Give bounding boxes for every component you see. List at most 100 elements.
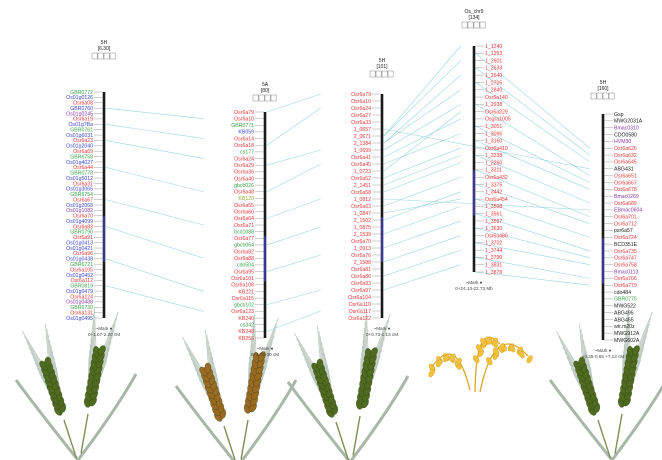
marker-label: Osr6a18 [234,143,254,149]
marker-label: 1_3096 [485,131,502,137]
synteny-link [267,150,321,165]
legend-box [597,93,602,99]
marker-label: 2_1451 [354,183,371,189]
marker-label: Osr6a689 [614,201,637,207]
marker-label: 1_3160 [485,139,502,145]
synteny-link [106,108,204,119]
marker-label: Osr6a724 [614,235,637,241]
marker-label: Osr6a229 [485,109,508,115]
marker-label: MWG912A [614,331,640,337]
column-footer-scale: 0+1.07-2.20 cM [88,332,120,337]
leaf [176,386,238,460]
marker-label: Osr6a86 [351,274,371,280]
synteny-link [384,90,461,143]
marker-label: 1_2601 [485,58,502,64]
marker-label: 1_0723 [354,169,371,175]
legend-box [104,53,109,59]
marker-label: GBR0775 [614,297,637,303]
marker-label: 1_3375 [485,182,502,188]
marker-label: Osr6a60 [234,210,254,216]
marker-label: Bmac0310 [614,125,639,131]
legend-box [474,22,479,28]
chromosome-segment [473,170,475,215]
marker-label: Os01g0495 [66,316,93,322]
marker-label: Osr6a58 [351,190,371,196]
chromosome-column-c1: 5H[6.30]GBR0772Os01g0126Osr6a08GBR0760Os… [66,40,120,337]
marker-label: ABG465 [614,317,634,323]
plant-barley-left [16,308,136,460]
marker-label: Osr6a117 [349,309,372,315]
synteny-link [384,163,461,192]
marker-label: ABG431 [614,167,634,173]
legend-box [382,71,387,77]
plant-wheat-brown [176,314,296,460]
marker-label: Osr6a76 [351,253,371,259]
marker-label: Osr6a93 [351,281,371,287]
marker-label: Osr6a71 [234,223,254,229]
synteny-link [384,75,461,143]
marker-label: 2_1502 [354,218,371,224]
synteny-link [106,200,204,225]
marker-label: KB221 [238,289,254,295]
synteny-link [384,177,461,206]
synteny-links [106,46,590,331]
marker-label: Osr6a651 [614,173,637,179]
marker-label: bcd1088 [234,229,254,235]
marker-label: Osr6a63 [351,204,371,210]
chromosome-segment [602,238,604,283]
marker-label: MWG2031A [614,119,643,125]
legend-box [253,95,258,101]
marker-label: gbcb064 [234,243,254,249]
spike-left [294,326,360,460]
marker-label: 1_2640 [485,73,502,79]
marker-label: gbcb102 [234,303,254,309]
marker-label: 1_2633 [485,66,502,72]
marker-label: 1_2840 [485,88,502,94]
marker-label: wtr.m20z [614,324,635,330]
marker-label: 1_3238 [485,153,502,159]
legend-box [259,95,264,101]
marker-label: CDO0580 [614,132,637,138]
marker-label: cs342 [240,323,254,329]
marker-label: Osr6a79 [351,92,371,98]
marker-label: KB256 [238,336,254,342]
marker-label: 1_3508 [485,204,502,210]
marker-label: EBmac0604 [614,208,642,214]
marker-label: Osr6a779 [614,283,637,289]
synteny-link [267,227,321,245]
synteny-link [384,250,461,276]
legend-box [92,53,97,59]
marker-label: Bmac0269 [614,194,639,200]
marker-label: Osr6a24 [234,156,254,162]
plant-illustrations [16,308,662,460]
column-footer-scale: 0+24.13-22.73 Mb [455,286,493,291]
chromosome-segment [264,236,266,281]
legend-box [271,95,276,101]
marker-label: HVM30 [614,139,631,145]
marker-label: Osr6a29 [234,163,254,169]
legend-box [388,71,393,77]
marker-label: Osr6a10 [351,99,371,105]
column-footer-scale: +0.35-0.65 +7.13 cM [582,354,625,359]
marker-label: cdo484 [614,290,631,296]
marker-label: 1_3790 [485,255,502,261]
column-footer-scale: 0+0.73-1.13 cM [366,332,398,337]
marker-label: 1_0847 [354,211,371,217]
marker-label: Osr6a110 [349,302,372,308]
marker-label: Osr6a82 [234,249,254,255]
synteny-link [384,206,461,234]
marker-label: 2_1588 [354,260,371,266]
synteny-link [384,46,461,136]
marker-label: Osr6a33 [351,120,371,126]
marker-label: 1_3831 [485,263,502,269]
marker-label: Bmac0113 [614,269,639,275]
marker-label: gbcb026 [234,183,254,189]
marker-label: 1_0913 [354,246,371,252]
marker-label: KB240 [238,316,254,322]
marker-label: psr6a57 [614,228,633,234]
marker-label: Osr6a645 [614,160,637,166]
marker-label: Osr6a64 [234,216,254,222]
marker-label: 1_2938 [485,102,502,108]
chromosome-segment [381,217,383,262]
marker-label: Osr6a410 [485,146,508,152]
